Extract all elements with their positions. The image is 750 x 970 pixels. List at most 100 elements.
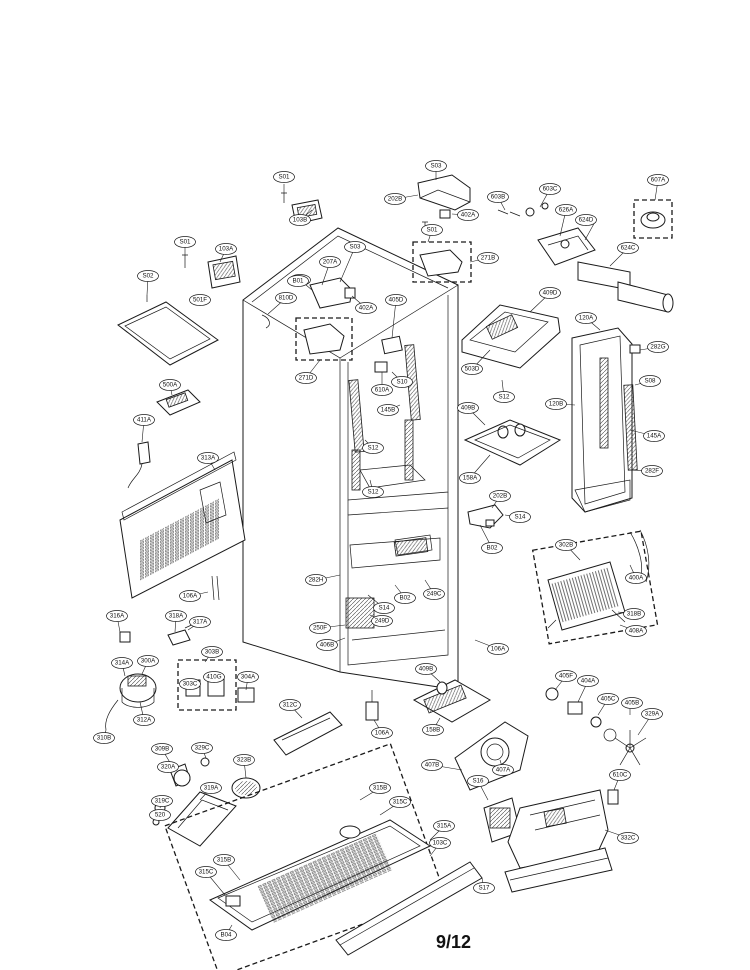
part-callout: 103C: [429, 837, 451, 849]
part-number: 318A: [169, 613, 184, 620]
part-number: 323B: [237, 757, 251, 764]
part-number: 304A: [241, 674, 256, 681]
part-number: 410G: [206, 674, 221, 681]
part-callout: 313A: [197, 452, 219, 464]
part-number: S12: [367, 489, 379, 496]
part-callout: 329A: [641, 708, 663, 720]
part-number: 626A: [559, 207, 574, 214]
left-parts: [117, 295, 246, 599]
part-callout: 603B: [487, 191, 509, 203]
part-callout: 405D: [385, 294, 407, 306]
part-callout: S01: [273, 171, 295, 183]
part-number: 282G: [650, 344, 665, 351]
part-callout: 319A: [200, 782, 222, 794]
part-callout: 409B: [457, 402, 479, 414]
part-number: 624C: [621, 245, 636, 252]
part-callout: B02: [481, 542, 503, 554]
part-number: 103A: [219, 246, 234, 253]
part-number: 312A: [137, 717, 152, 724]
part-number: 318B: [627, 611, 641, 618]
part-callout: 810D: [275, 292, 297, 304]
part-callout: B01: [287, 275, 309, 287]
part-number: B02: [486, 545, 498, 552]
part-number: 145A: [647, 433, 662, 440]
part-number: S03: [349, 244, 361, 251]
part-callout: 103B: [289, 214, 311, 226]
part-callout: S03: [425, 160, 447, 172]
part-callout: 503D: [461, 363, 483, 375]
part-number: 810D: [279, 295, 294, 302]
part-number: 145B: [381, 407, 395, 414]
part-callout: 158A: [459, 472, 481, 484]
part-callout: 520: [149, 809, 171, 821]
part-callout: 314A: [111, 657, 133, 669]
part-callout: 202B: [384, 193, 406, 205]
part-callout: 106A: [179, 590, 201, 602]
part-number: 406B: [320, 642, 334, 649]
part-number: 607A: [651, 177, 666, 184]
part-callout: 315C: [195, 866, 217, 878]
part-number: 402A: [359, 305, 374, 312]
part-number: 409D: [543, 290, 558, 297]
part-callout: 315C: [389, 796, 411, 808]
part-number: 411A: [137, 417, 152, 424]
page-number: 9/12: [436, 932, 472, 952]
part-callout: 309B: [151, 743, 173, 755]
part-number: 407B: [425, 762, 439, 769]
part-callout: 407A: [492, 764, 514, 776]
part-callout: S02: [137, 270, 159, 282]
part-number: 315B: [217, 857, 231, 864]
part-callout: S12: [362, 442, 384, 454]
part-number: 332C: [621, 835, 636, 842]
part-callout: 312A: [133, 714, 155, 726]
part-callout: 624C: [617, 242, 639, 254]
part-number: 319C: [155, 798, 170, 805]
part-callout: 501F: [189, 294, 211, 306]
part-number: 319A: [204, 785, 219, 792]
part-number: 315A: [437, 823, 452, 830]
part-callout: 409B: [415, 663, 437, 675]
part-number: S01: [179, 239, 191, 246]
part-number: S03: [430, 163, 442, 170]
evaporator-parts: [531, 529, 659, 645]
part-callout: 145A: [643, 430, 665, 442]
callout-labels: S01103BS03202B402A603B603C607AS01626A624…: [93, 160, 669, 941]
part-callout: 282F: [641, 465, 663, 477]
part-number: S12: [367, 445, 379, 452]
part-callout: 315A: [433, 820, 455, 832]
part-number: 402A: [461, 212, 476, 219]
part-callout: 405B: [621, 697, 643, 709]
cabinet: [242, 227, 459, 691]
part-callout: S10: [391, 376, 413, 388]
part-number: 249C: [427, 591, 442, 598]
part-number: 300A: [141, 658, 156, 665]
part-number: 249D: [375, 618, 390, 625]
part-number: 303C: [183, 681, 198, 688]
part-number: 313A: [201, 455, 216, 462]
part-callout: B04: [215, 929, 237, 941]
part-number: S16: [472, 778, 484, 785]
part-callout: S01: [421, 224, 443, 236]
part-number: 302B: [559, 542, 573, 549]
part-callout: B02: [394, 592, 416, 604]
part-callout: 106A: [371, 727, 393, 739]
part-callout: 408A: [625, 625, 647, 637]
part-callout: S01: [174, 236, 196, 248]
part-number: 317A: [193, 619, 208, 626]
part-callout: 607A: [647, 174, 669, 186]
part-callout: 303C: [179, 678, 201, 690]
part-callout: S14: [509, 511, 531, 523]
part-callout: 250F: [309, 622, 331, 634]
part-number: 106A: [491, 646, 506, 653]
part-number: 408A: [629, 628, 644, 635]
part-callout: 329C: [191, 742, 213, 754]
part-number: 310B: [97, 735, 111, 742]
part-number: 103C: [433, 840, 448, 847]
part-callout: 411A: [133, 414, 155, 426]
part-number: 158B: [426, 727, 440, 734]
part-number: 271D: [299, 375, 314, 382]
right-top-parts: [461, 199, 674, 529]
part-callout: 323B: [233, 754, 255, 766]
part-number: S02: [142, 273, 154, 280]
part-number: 120B: [549, 401, 563, 408]
